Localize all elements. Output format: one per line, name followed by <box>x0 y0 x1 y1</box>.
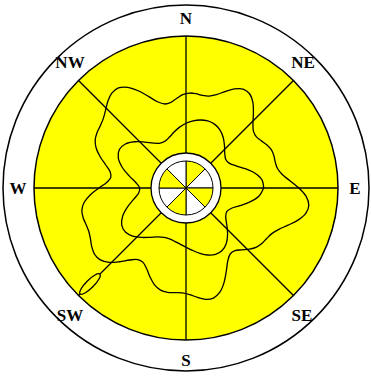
direction-label: N <box>180 10 192 27</box>
direction-label: NE <box>291 54 315 71</box>
direction-label: SW <box>57 307 83 324</box>
direction-label: NW <box>55 54 84 71</box>
direction-label: W <box>10 180 27 197</box>
direction-label: E <box>349 180 360 197</box>
direction-label: SE <box>292 307 313 324</box>
direction-label: S <box>181 352 190 369</box>
